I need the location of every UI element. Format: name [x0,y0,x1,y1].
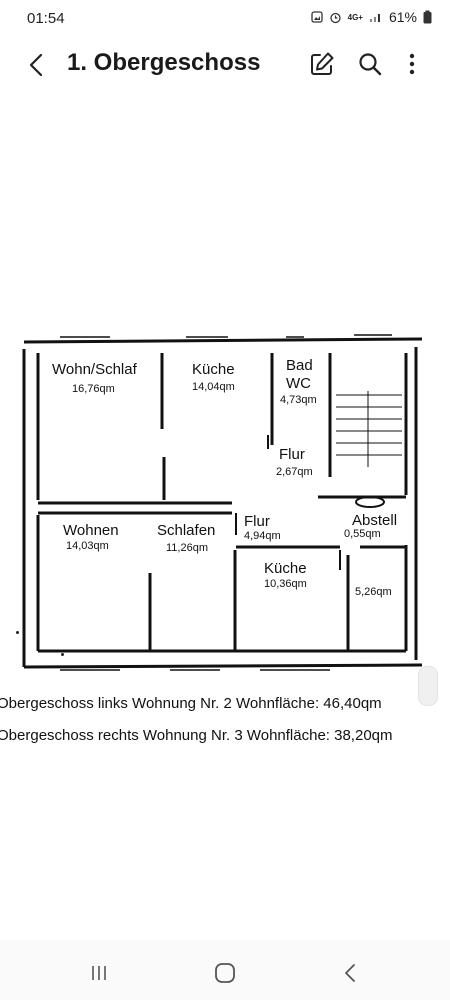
room-name: Flur [279,446,305,463]
floor-plan: Wohn/Schlaf 16,76qm Küche 14,04qm Bad WC… [22,334,423,671]
room-name: Küche [264,560,307,577]
app-bar: 1. Obergeschoss [0,36,450,94]
status-bar: 01:54 4G+ 61% [0,0,450,36]
room-area: 0,55qm [344,528,381,540]
room-area: 16,76qm [72,383,115,395]
image-icon [310,11,323,23]
home-button[interactable] [210,958,240,988]
alarm-icon [329,12,341,23]
document-viewer[interactable]: Wohn/Schlaf 16,76qm Küche 14,04qm Bad WC… [0,95,450,940]
scan-dot [61,653,64,656]
edit-button[interactable] [308,50,336,78]
navigation-bar [0,940,450,1000]
room-area: 14,04qm [192,381,235,393]
recents-button[interactable] [85,958,115,988]
room-name: Abstell [352,512,397,529]
room-name: Wohn/Schlaf [52,361,138,378]
page-title: 1. Obergeschoss [67,49,261,76]
apartment-info-right: Obergeschoss rechts Wohnung Nr. 3 Wohnfl… [0,727,393,744]
nav-back-icon [345,964,355,982]
battery-icon [423,10,432,24]
room-name: Küche [192,361,235,378]
more-options-button[interactable] [400,50,424,78]
room-name: Flur [244,513,270,530]
back-button[interactable] [22,50,52,80]
room-name: Schlafen [157,522,215,539]
room-name: Bad [286,357,313,374]
recents-icon [92,966,106,980]
more-vertical-icon [409,53,415,75]
room-area: 10,36qm [264,578,307,590]
scan-dot [16,631,19,634]
room-area: 14,03qm [66,540,109,552]
network-type: 4G+ [347,12,363,22]
room-area: 4,73qm [280,394,317,406]
scroll-handle[interactable] [418,666,438,706]
room-area: 5,26qm [355,586,392,598]
room-area: 2,67qm [276,466,313,478]
room-area: 4,94qm [244,530,281,542]
signal-icon [369,14,380,22]
search-icon [359,53,382,76]
apartment-info-left: Obergeschoss links Wohnung Nr. 2 Wohnflä… [0,695,382,712]
room-name-line2: WC [286,375,311,392]
search-button[interactable] [356,50,384,78]
chevron-left-icon [29,53,43,77]
edit-icon [311,52,334,75]
status-icons: 4G+ 61% [310,9,432,25]
status-time: 01:54 [27,10,65,27]
battery-percent: 61% [388,9,417,25]
nav-back-button[interactable] [336,958,366,988]
room-name: Wohnen [63,522,119,539]
home-icon [215,963,235,983]
room-area: 11,26qm [166,542,208,554]
